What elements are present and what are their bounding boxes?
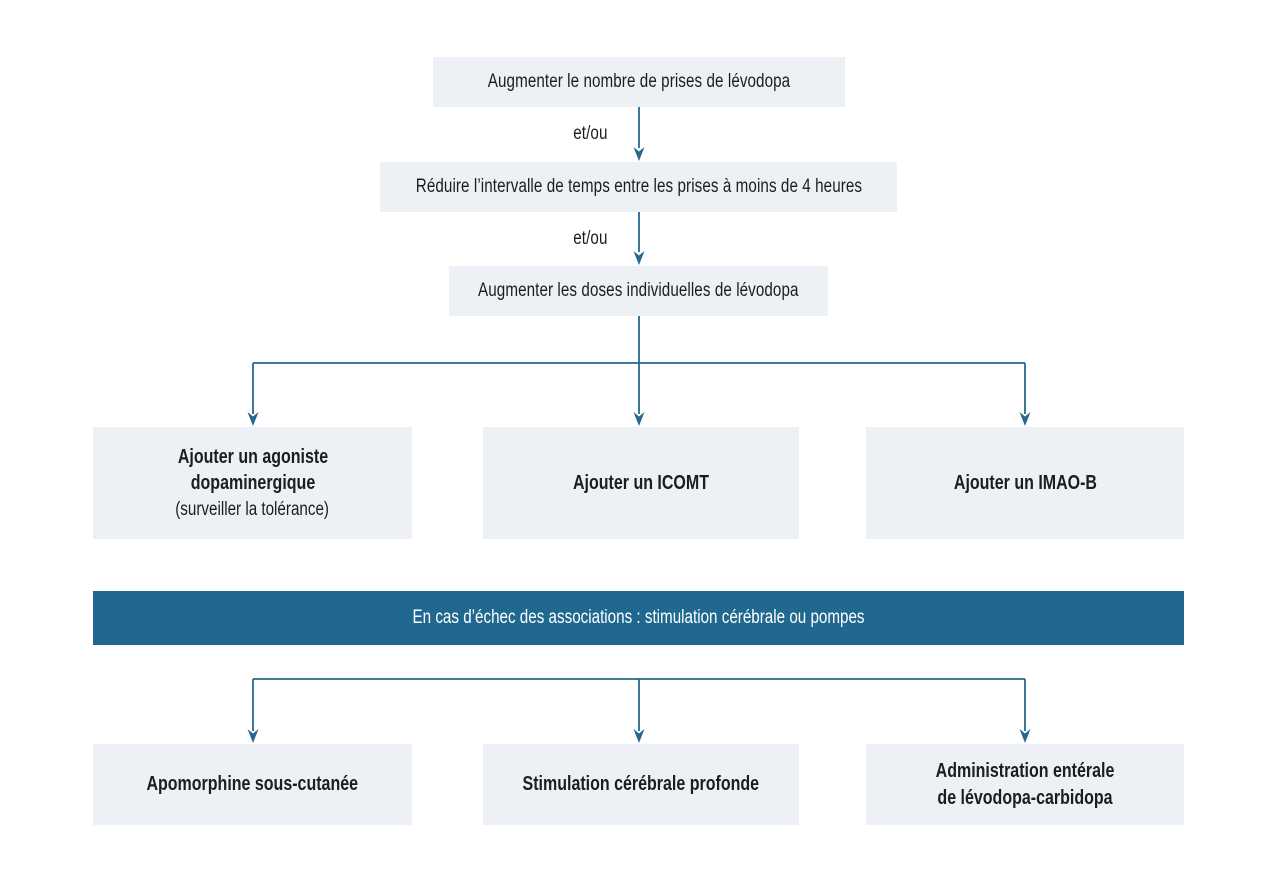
node-option-icomt: Ajouter un ICOMT [483,427,799,539]
arrowhead-down-icon [1019,729,1031,743]
node-therapy-enteral-levodopa: Administration entérale de lévodopa-carb… [866,744,1184,825]
arrowhead-down-icon [247,412,259,426]
node-step-reduce-interval: Réduire l’intervalle de temps entre les … [380,162,897,212]
connector-label-et-ou-2: et/ou [569,228,612,250]
node-title: Apomorphine sous-cutanée [146,773,359,796]
node-label: Augmenter le nombre de prises de lévodop… [487,71,791,92]
arrowhead-down-icon [633,147,645,161]
node-note: (surveiller la tolérance) [175,498,330,520]
node-therapy-apomorphine: Apomorphine sous-cutanée [93,744,412,825]
banner-label: En cas d’échec des associations : stimul… [412,607,865,628]
banner-escalation: En cas d’échec des associations : stimul… [93,591,1184,645]
node-option-dopamine-agonist: Ajouter un agoniste dopaminergique (surv… [93,427,412,539]
arrowhead-down-icon [247,729,259,743]
node-label: Réduire l’intervalle de temps entre les … [415,176,862,197]
node-title: Ajouter un agoniste dopaminergique [177,446,328,495]
node-title: Administration entérale de lévodopa-carb… [935,760,1115,809]
connector-label-text: et/ou [573,228,608,249]
arrowhead-down-icon [1019,412,1031,426]
node-title: Ajouter un ICOMT [572,471,709,494]
arrowhead-down-icon [633,251,645,265]
arrowhead-down-icon [633,412,645,426]
node-option-imao-b: Ajouter un IMAO-B [866,427,1184,539]
node-step-increase-individual-doses: Augmenter les doses individuelles de lév… [449,266,828,316]
connector-label-text: et/ou [573,123,608,144]
connector-label-et-ou-1: et/ou [569,123,612,145]
node-therapy-deep-brain-stimulation: Stimulation cérébrale profonde [483,744,799,825]
node-label: Augmenter les doses individuelles de lév… [478,280,799,301]
node-step-increase-doses-count: Augmenter le nombre de prises de lévodop… [433,57,845,107]
node-title: Stimulation cérébrale profonde [522,773,760,796]
node-title: Ajouter un IMAO-B [953,471,1097,494]
arrowhead-down-icon [633,729,645,743]
